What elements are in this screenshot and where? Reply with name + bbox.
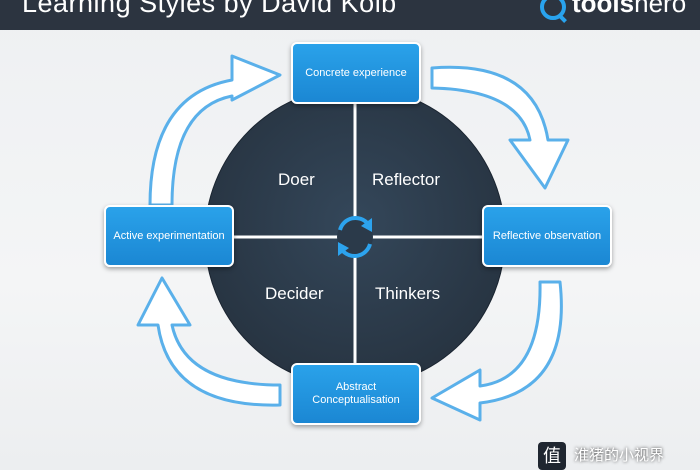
stage-active-experimentation: Active experimentation bbox=[104, 205, 234, 267]
arrow-top-right bbox=[430, 65, 570, 190]
quadrant-reflector: Reflector bbox=[372, 170, 441, 189]
brand-suffix: hero bbox=[634, 0, 687, 18]
search-icon bbox=[540, 0, 566, 20]
stage-reflective-observation: Reflective observation bbox=[482, 205, 612, 267]
quadrant-decider: Decider bbox=[265, 284, 324, 303]
brand-prefix: tools bbox=[572, 0, 635, 18]
header-bar: Learning Styles by David Kolb toolshero bbox=[0, 0, 700, 30]
arrow-top-left bbox=[148, 54, 282, 207]
watermark-logo: 值 bbox=[538, 442, 566, 470]
quadrant-doer: Doer bbox=[278, 170, 315, 189]
stage-abstract-conceptualisation: Abstract Conceptualisation bbox=[291, 363, 421, 425]
arrow-bottom-right bbox=[430, 280, 563, 422]
quadrant-thinkers: Thinkers bbox=[375, 284, 441, 303]
brand-logo: toolshero bbox=[572, 0, 686, 19]
page-title: Learning Styles by David Kolb bbox=[22, 0, 397, 18]
watermark: 值 淮猪的小视界 bbox=[520, 440, 700, 470]
stage-concrete-experience: Concrete experience bbox=[291, 42, 421, 104]
arrow-bottom-left bbox=[136, 276, 282, 407]
watermark-text: 淮猪的小视界 bbox=[574, 447, 665, 464]
refresh-cycle-icon bbox=[337, 216, 373, 258]
